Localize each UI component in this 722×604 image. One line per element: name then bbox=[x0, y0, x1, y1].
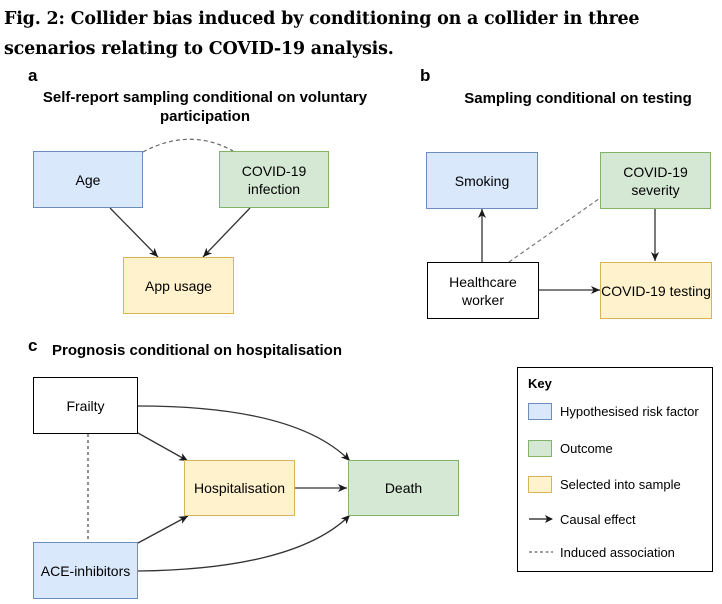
edge-ace-inhibitors-to-hospitalisation bbox=[137, 515, 189, 544]
outcome-swatch bbox=[528, 439, 552, 457]
risk-factor-swatch bbox=[528, 402, 552, 420]
edge-ace-inhibitors-to-death bbox=[137, 514, 351, 572]
panel-b-letter: b bbox=[420, 66, 431, 85]
key-item-selected: Selected into sample bbox=[528, 474, 681, 494]
key-label-selected: Selected into sample bbox=[560, 476, 681, 492]
panel-a-letter: a bbox=[28, 66, 38, 85]
node-hospitalisation: Hospitalisation bbox=[184, 460, 295, 516]
key-label-induced-association: Induced association bbox=[560, 544, 675, 560]
panel-b-title: Sampling conditional on testing bbox=[464, 90, 692, 107]
node-healthcare-worker: Healthcare worker bbox=[427, 262, 539, 319]
dashed-line-icon bbox=[529, 551, 553, 553]
panel-c-letter: c bbox=[28, 336, 38, 355]
selected-swatch bbox=[528, 475, 552, 493]
key-legend: Key Hypothesised risk factor Outcome Sel… bbox=[517, 367, 713, 572]
node-covid-infection: COVID-19 infection bbox=[219, 151, 329, 208]
node-smoking: Smoking bbox=[426, 152, 538, 209]
edge-frailty-to-hospitalisation bbox=[137, 432, 189, 462]
node-covid-testing: COVID-19 testing bbox=[600, 262, 712, 319]
key-title: Key bbox=[528, 376, 552, 391]
panel-a-title: Self-report sampling conditional on volu… bbox=[42, 89, 368, 125]
edge-age-to-app-usage bbox=[109, 207, 159, 258]
node-app-usage: App usage bbox=[123, 257, 234, 314]
key-item-causal-effect: Causal effect bbox=[528, 509, 636, 529]
key-label-causal-effect: Causal effect bbox=[560, 511, 636, 527]
induced-age-covid-infection bbox=[142, 138, 234, 153]
edge-covid-infection-to-app-usage bbox=[202, 207, 251, 258]
node-frailty: Frailty bbox=[33, 377, 138, 434]
key-item-risk-factor: Hypothesised risk factor bbox=[528, 401, 699, 421]
node-ace-inhibitors: ACE-inhibitors bbox=[33, 542, 138, 599]
node-death: Death bbox=[348, 460, 459, 516]
causal-arrow-icon bbox=[529, 515, 553, 523]
key-item-outcome: Outcome bbox=[528, 438, 613, 458]
key-item-induced-association: Induced association bbox=[528, 542, 675, 562]
edge-frailty-to-death bbox=[137, 405, 351, 462]
node-covid-severity: COVID-19 severity bbox=[600, 152, 711, 209]
key-label-outcome: Outcome bbox=[560, 440, 613, 456]
figure-title: Fig. 2: Collider bias induced by conditi… bbox=[4, 9, 640, 59]
panel-c-title: Prognosis conditional on hospitalisation bbox=[52, 342, 343, 359]
node-age: Age bbox=[33, 151, 143, 208]
key-label-risk-factor: Hypothesised risk factor bbox=[560, 403, 699, 419]
induced-healthcare-worker-covid-severity bbox=[508, 195, 604, 263]
